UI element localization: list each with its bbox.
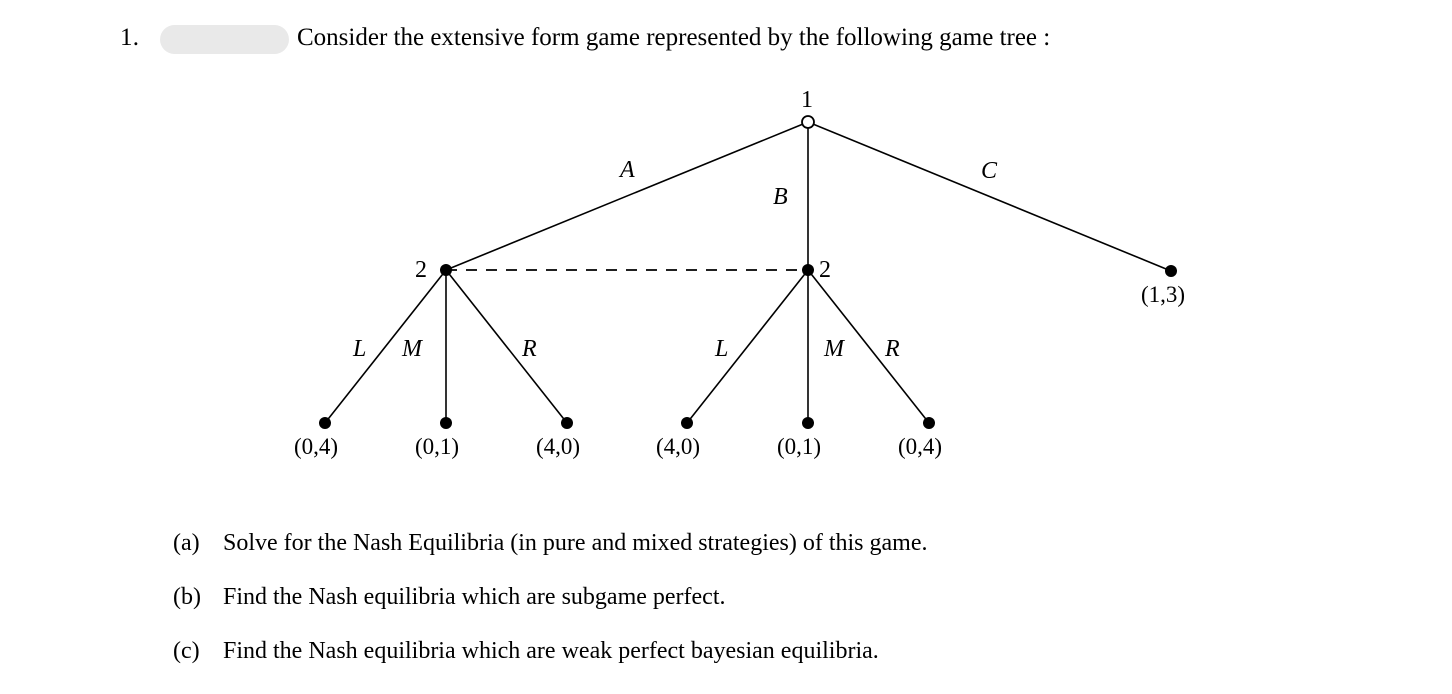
- game-tree: 1 A B C 2 2 L M R L M R (0,4) (0,1) (4,0…: [0, 78, 1452, 498]
- root-player-label: 1: [801, 87, 813, 113]
- payoff-label-4: (0,1): [777, 434, 822, 459]
- payoff-label-6: (1,3): [1141, 282, 1186, 307]
- decision-node-label-left: 2: [415, 257, 427, 283]
- action-label-right-L: L: [715, 336, 729, 362]
- action-label-right-M: M: [824, 336, 844, 362]
- action-label-A: A: [620, 157, 635, 183]
- payoff-label-2: (4,0): [536, 434, 581, 459]
- subquestion-a-text: Solve for the Nash Equilibria (in pure a…: [223, 530, 928, 556]
- edge-left2-R: [445, 269, 568, 424]
- payoff-label-5: (0,4): [898, 434, 943, 459]
- redaction-box: [160, 25, 289, 54]
- payoff-label-3: (4,0): [656, 434, 701, 459]
- subquestion-b-marker: (b): [173, 584, 201, 610]
- terminal-node-3: [681, 417, 693, 429]
- terminal-node-6: [1165, 265, 1177, 277]
- subquestion-b-text: Find the Nash equilibria which are subga…: [223, 584, 726, 610]
- action-label-left-R: R: [522, 336, 537, 362]
- edge-left2-L: [324, 269, 447, 424]
- decision-node-player2-left: [440, 264, 452, 276]
- terminal-node-0: [319, 417, 331, 429]
- edge-root-C: [807, 121, 1172, 272]
- subquestion-a: (a) Solve for the Nash Equilibria (in pu…: [173, 526, 927, 560]
- terminal-node-2: [561, 417, 573, 429]
- action-label-C: C: [981, 158, 998, 184]
- subquestion-c-text: Find the Nash equilibria which are weak …: [223, 638, 879, 664]
- action-label-left-L: L: [353, 336, 367, 362]
- action-label-B: B: [773, 184, 788, 210]
- action-label-right-R: R: [885, 336, 900, 362]
- action-label-left-M: M: [402, 336, 422, 362]
- question-number: 1.: [120, 24, 140, 51]
- decision-node-player2-right: [802, 264, 814, 276]
- edge-right2-R: [807, 269, 930, 424]
- payoff-label-0: (0,4): [294, 434, 339, 459]
- question-prompt: Consider the extensive form game represe…: [297, 24, 1051, 51]
- terminal-node-1: [440, 417, 452, 429]
- terminal-node-4: [802, 417, 814, 429]
- terminal-node-5: [923, 417, 935, 429]
- payoff-label-1: (0,1): [415, 434, 460, 459]
- edge-root-A: [445, 121, 809, 271]
- subquestion-b: (b) Find the Nash equilibria which are s…: [173, 580, 726, 614]
- game-tree-svg: [319, 115, 1177, 429]
- subquestion-c: (c) Find the Nash equilibria which are w…: [173, 634, 879, 668]
- subquestion-c-marker: (c): [173, 638, 200, 664]
- edge-right2-L: [686, 269, 809, 424]
- subquestion-a-marker: (a): [173, 530, 200, 556]
- root-node-player1: [801, 115, 815, 129]
- question-header: 1. Consider the extensive form game repr…: [0, 0, 1452, 78]
- decision-node-label-right: 2: [819, 257, 831, 283]
